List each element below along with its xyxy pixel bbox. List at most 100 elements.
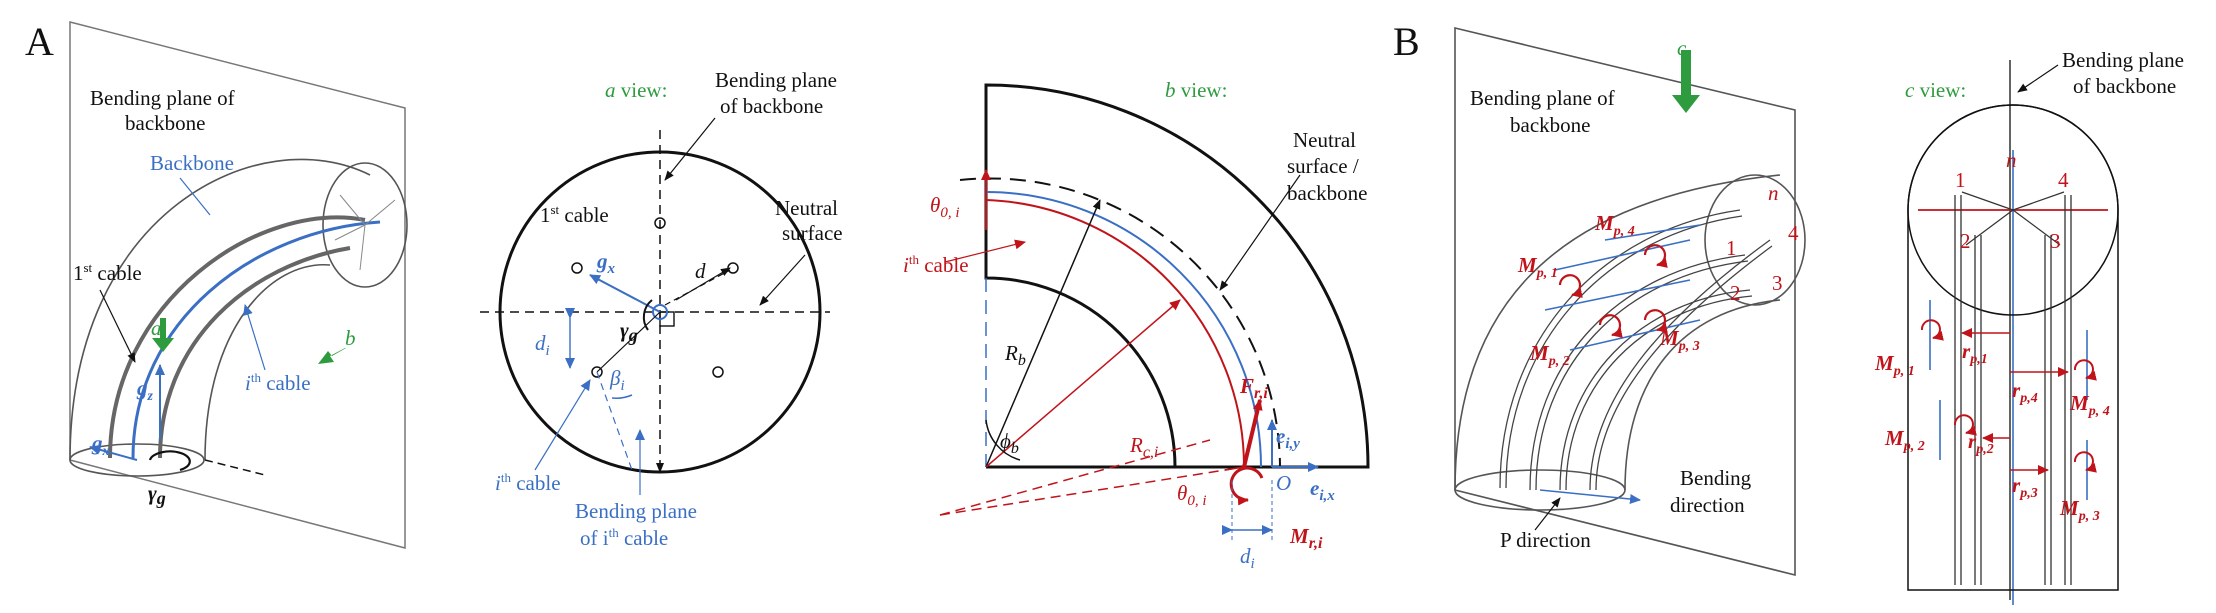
view-b-arrow	[318, 348, 346, 364]
ith-cable-leader	[243, 304, 266, 371]
tube-inner-edge	[204, 264, 331, 461]
center-backbone-marker	[652, 304, 668, 320]
aview-gamma-arc	[642, 299, 653, 331]
b-p-direction-lines	[1544, 224, 1701, 351]
b-bending-dir-label-2: direction	[1670, 493, 1745, 517]
bview-ith-cable-arc	[985, 199, 1245, 468]
cview-rp2-label: rp,2	[1968, 429, 1994, 457]
cview-num-1: 1	[1955, 168, 1966, 192]
b-bending-plane-label-1: Bending plane of	[1470, 86, 1615, 110]
aview-bending-plane-i-label-2: of ith cable	[580, 525, 668, 550]
aview-neutral-leader	[759, 254, 806, 306]
base-dashed-line	[204, 459, 266, 476]
cview-bending-plane-leader	[2017, 64, 2059, 93]
bview-neutral-label-1: Neutral	[1293, 128, 1356, 152]
Fri-label: Fr,i	[1239, 374, 1268, 402]
bview-red-dashed-2	[939, 439, 1211, 516]
gamma-arc	[148, 450, 191, 472]
bview-quarter-ring	[984, 83, 1370, 469]
cview-Mp3-label: Mp, 3	[2059, 496, 2100, 524]
Rci-label: Rc,i	[1129, 433, 1158, 461]
b-view-c-label: c	[1677, 36, 1687, 60]
panel-c-view: c view:	[1874, 48, 2184, 605]
cview-num-4: 4	[2058, 168, 2069, 192]
Rb-label: Rb	[1004, 341, 1026, 369]
aview-ith-cable-leader	[534, 379, 591, 471]
Mri-label: Mr,i	[1289, 524, 1323, 552]
gx-label: gx	[91, 431, 110, 459]
gx-axis-arrow	[89, 444, 138, 461]
tube-end-ellipse	[322, 162, 408, 288]
b-p-direction-leader	[1534, 497, 1561, 531]
b-num-2: 2	[1730, 281, 1741, 305]
b-Mp4-label: Mp, 4	[1594, 211, 1635, 239]
view-a-label: a	[151, 316, 162, 340]
panel-a-3d-view: A Bending plane of backbone Backbone 1st…	[25, 19, 408, 549]
backbone-path	[131, 220, 381, 459]
view-a-arrow	[152, 318, 174, 352]
bview-ith-cable-label: ith cable	[903, 252, 969, 277]
cview-moment-arcs	[1920, 319, 2097, 473]
b-tube-outer	[1454, 174, 1781, 491]
moment-Mri-arc	[1229, 466, 1264, 506]
aview-beta-label: βi	[609, 366, 625, 394]
cview-cable-pairs	[1954, 195, 2072, 585]
b-n-label: n	[1768, 181, 1779, 205]
aview-gx-arrow	[589, 274, 661, 313]
cview-section-circle	[1907, 104, 2119, 316]
panel-b-view: b view: Neutral surface / backbone	[903, 78, 1370, 572]
aview-gx-label: gx	[596, 249, 616, 277]
eix-label: ei,x	[1310, 476, 1335, 504]
panel-b-3d-view: B c Bending pla	[1393, 19, 1806, 577]
cview-rp-arrows	[1961, 328, 2069, 475]
b-bending-dir-label-1: Bending	[1680, 466, 1752, 490]
phi-label: ϕb	[1000, 429, 1019, 457]
gamma-g-label: γg	[148, 481, 166, 508]
backbone-label: Backbone	[150, 151, 234, 175]
aview-bending-plane-label-2: of backbone	[720, 94, 823, 118]
bview-ith-cable-leader	[944, 239, 1026, 263]
backbone-leader	[179, 177, 211, 216]
b-tube-end-ellipse	[1704, 174, 1806, 306]
b-num-3: 3	[1772, 271, 1783, 295]
aview-gamma-g-label: γg	[620, 318, 638, 345]
b-moment-arcs	[1558, 244, 1668, 338]
cview-Mp4-label: Mp, 4	[2069, 391, 2110, 419]
panel-b-tag: B	[1393, 19, 1420, 64]
cview-spokes	[1961, 191, 2065, 246]
cview-n-label: n	[2006, 148, 2017, 172]
b-num-4: 4	[1788, 221, 1799, 245]
aview-title: a view:	[605, 78, 667, 102]
bview-neutral-leader	[1219, 174, 1301, 291]
b-num-1: 1	[1726, 236, 1737, 260]
bview-neutral-label-2: surface /	[1287, 154, 1359, 178]
cable-hole-top	[654, 217, 666, 229]
cable-hole-first	[571, 262, 583, 274]
first-cable-leader	[99, 289, 136, 363]
cview-rp1-label: rp,1	[1962, 339, 1988, 367]
end-cross-lines	[334, 194, 396, 271]
phi-arc	[985, 419, 1021, 461]
bview-theta-top-label: θ0, i	[930, 193, 960, 221]
tube-outer-edge	[69, 158, 371, 461]
b-Mp1-label: Mp, 1	[1517, 253, 1558, 281]
cview-rp4-label: rp,4	[2012, 378, 2038, 406]
ith-bending-plane-line	[596, 371, 633, 471]
ith-radius-line	[596, 311, 661, 373]
Rci-radius	[985, 299, 1181, 468]
bview-theta-bottom-label: θ0, i	[1177, 481, 1207, 509]
b-Mp3-label: Mp, 3	[1659, 326, 1700, 354]
panel-a-view: a view: Bending plane of backbone Neutra…	[480, 68, 843, 550]
bview-neutral-label-3: backbone	[1287, 181, 1367, 205]
aview-bending-plane-leader	[664, 117, 716, 181]
first-cable-path	[108, 215, 366, 459]
bview-di-label: di	[1240, 544, 1255, 572]
Rb-radius	[985, 199, 1101, 468]
cable-hole-ith	[591, 366, 603, 378]
cview-rp3-label: rp,3	[2012, 473, 2038, 501]
gz-label: gz	[136, 376, 154, 404]
b-bending-plane-label-2: backbone	[1510, 113, 1590, 137]
aview-neutral-label-1: Neutral	[775, 196, 838, 220]
aview-bending-plane-i-label-1: Bending plane	[575, 499, 697, 523]
